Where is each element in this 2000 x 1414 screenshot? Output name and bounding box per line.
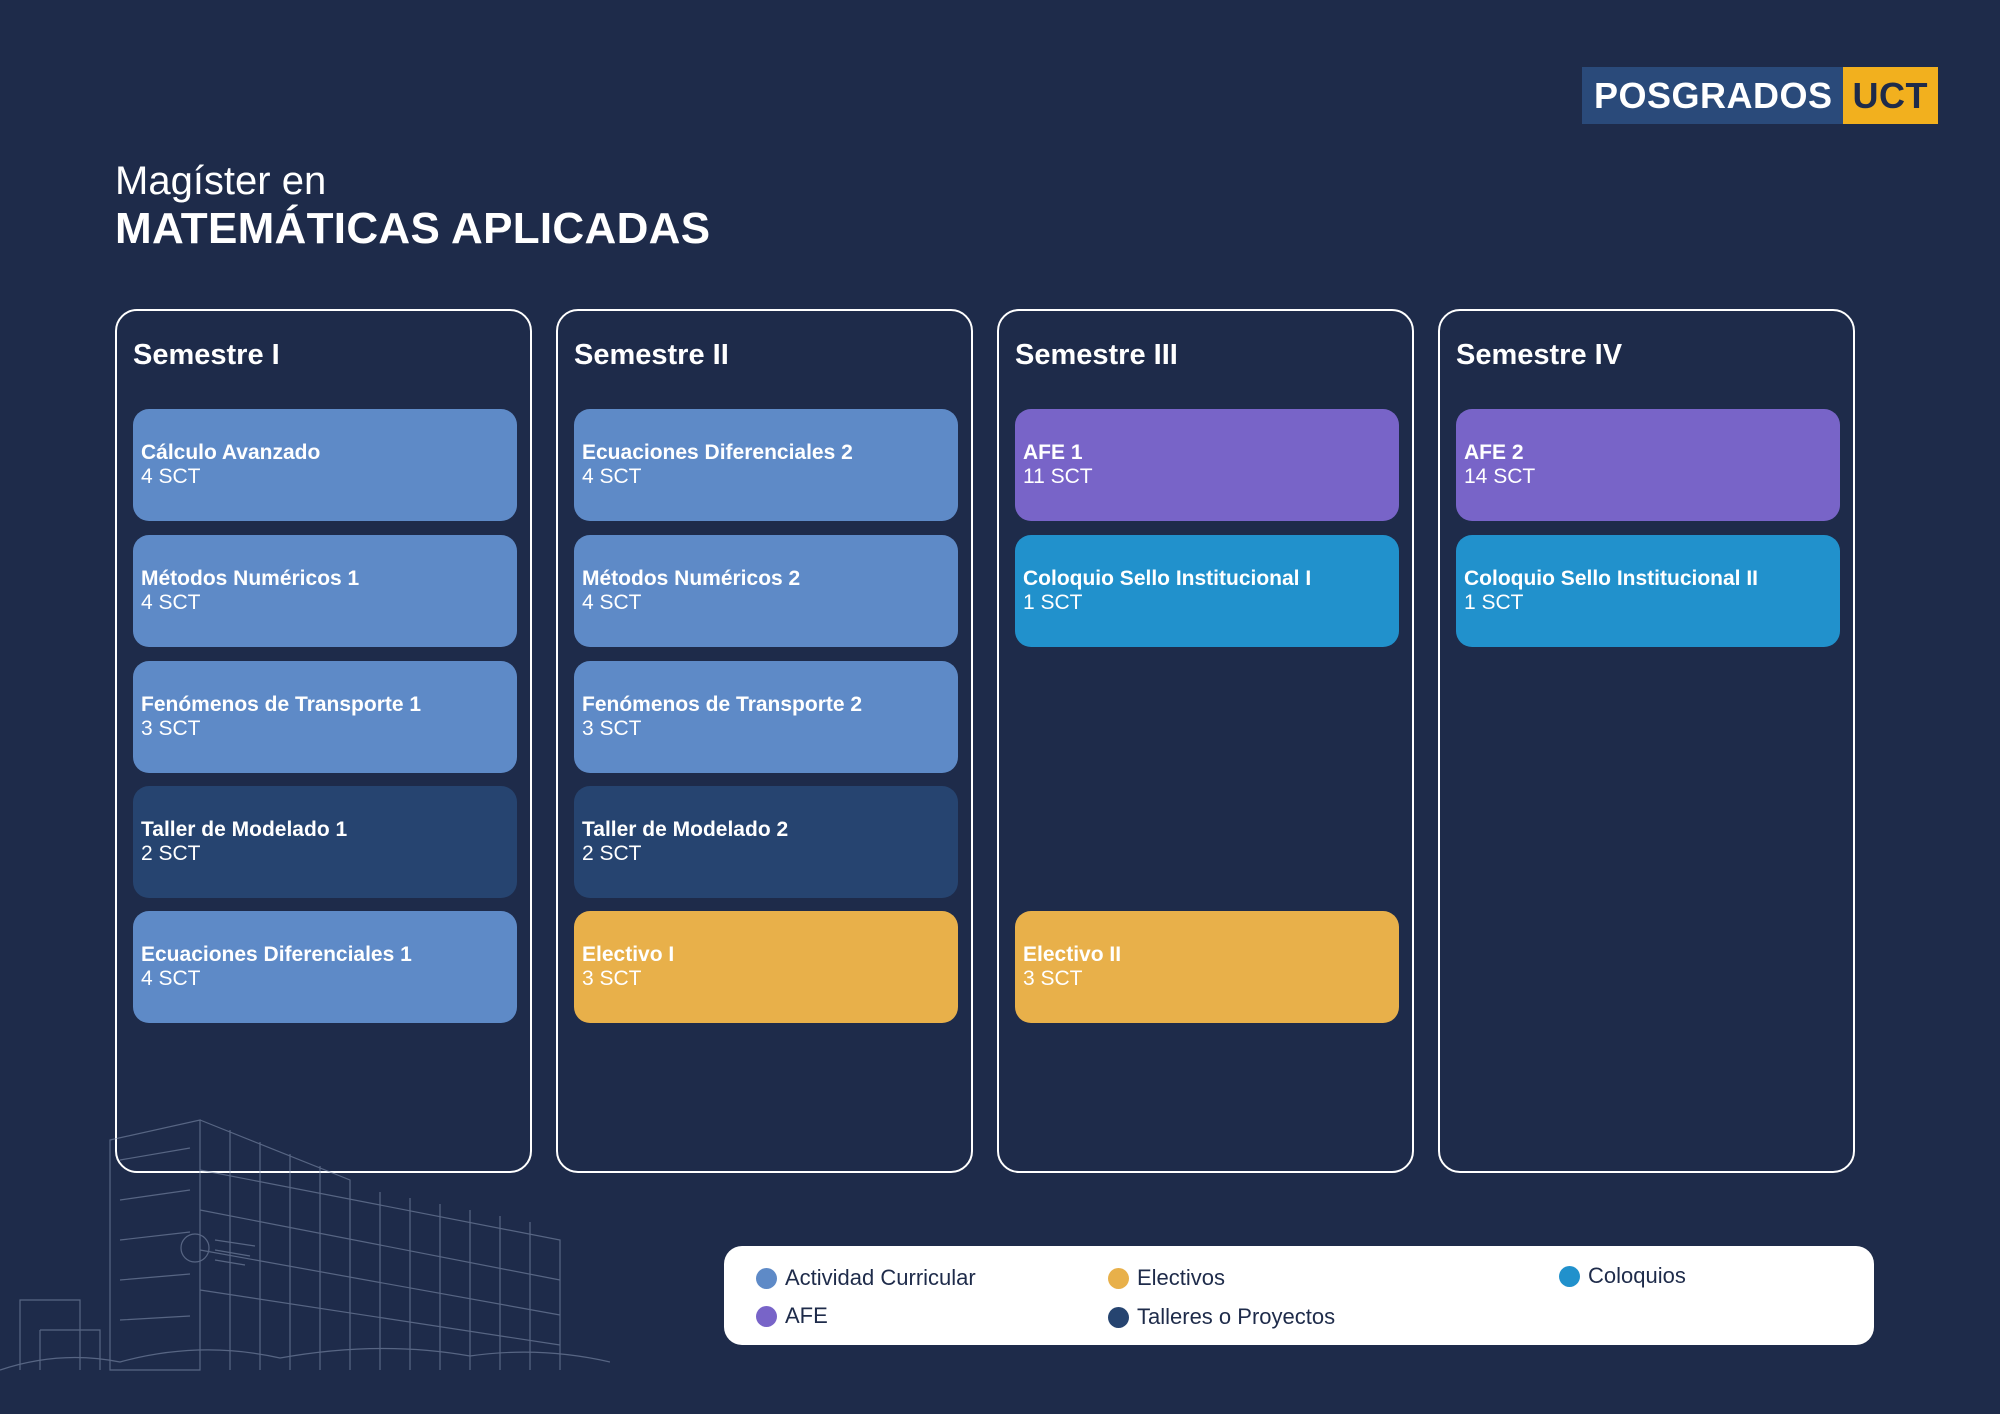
logo-text-posgrados: POSGRADOS: [1582, 67, 1843, 124]
course-card: Electivo II 3 SCT: [1015, 911, 1399, 1023]
course-credits: 2 SCT: [582, 842, 642, 865]
course-card: AFE 2 14 SCT: [1456, 409, 1840, 521]
course-credits: 1 SCT: [1464, 591, 1524, 614]
course-card: AFE 1 11 SCT: [1015, 409, 1399, 521]
course-name: Taller de Modelado 1: [141, 818, 348, 841]
semester-title: Semestre III: [1015, 339, 1178, 371]
page-title: Magíster en MATEMÁTICAS APLICADAS: [115, 158, 710, 254]
building-illustration: [0, 1119, 610, 1371]
course-credits: 3 SCT: [582, 967, 642, 990]
posgrados-uct-logo: POSGRADOS UCT: [1582, 67, 1939, 124]
legend-label: Coloquios: [1588, 1263, 1686, 1288]
course-card: Taller de Modelado 1 2 SCT: [133, 786, 517, 898]
course-credits: 4 SCT: [141, 591, 201, 614]
legend-item-coloquios: Coloquios: [1559, 1263, 1686, 1289]
course-credits: 2 SCT: [141, 842, 201, 865]
course-credits: 3 SCT: [582, 717, 642, 740]
logo-text-uct: UCT: [1842, 67, 1939, 124]
legend-item-afe: AFE: [756, 1303, 828, 1329]
course-name: Fenómenos de Transporte 1: [141, 693, 422, 716]
course-name: Coloquio Sello Institucional I: [1023, 567, 1312, 590]
semester-column-3: Semestre III AFE 1 11 SCT Coloquio Sello…: [997, 309, 1414, 1173]
course-credits: 3 SCT: [1023, 967, 1083, 990]
course-card: Métodos Numéricos 1 4 SCT: [133, 535, 517, 647]
course-credits: 4 SCT: [141, 465, 201, 488]
legend-dot-icon: [1108, 1306, 1129, 1328]
course-credits: 4 SCT: [582, 591, 642, 614]
semester-column-2: Semestre II Ecuaciones Diferenciales 2 4…: [556, 309, 973, 1173]
course-card: Métodos Numéricos 2 4 SCT: [574, 535, 958, 647]
course-card: Ecuaciones Diferenciales 1 4 SCT: [133, 911, 517, 1023]
title-line-1: Magíster en: [115, 159, 327, 203]
legend-label: Talleres o Proyectos: [1137, 1304, 1336, 1329]
course-credits: 4 SCT: [141, 967, 201, 990]
course-card: Ecuaciones Diferenciales 2 4 SCT: [574, 409, 958, 521]
semester-title: Semestre IV: [1456, 339, 1623, 371]
course-name: AFE 2: [1464, 441, 1524, 464]
course-credits: 1 SCT: [1023, 591, 1083, 614]
course-credits: 4 SCT: [582, 465, 642, 488]
course-name: Ecuaciones Diferenciales 1: [141, 943, 412, 966]
legend-item-curricular: Actividad Curricular: [756, 1265, 976, 1291]
course-card: Coloquio Sello Institucional I 1 SCT: [1015, 535, 1399, 647]
legend-dot-icon: [756, 1305, 777, 1327]
course-name: Taller de Modelado 2: [582, 818, 789, 841]
legend: Actividad Curricular AFE Electivos Talle…: [724, 1246, 1874, 1345]
legend-label: AFE: [785, 1303, 828, 1328]
course-card: Taller de Modelado 2 2 SCT: [574, 786, 958, 898]
course-name: Electivo II: [1023, 943, 1122, 966]
course-name: Ecuaciones Diferenciales 2: [582, 441, 853, 464]
course-credits: 14 SCT: [1464, 465, 1536, 488]
course-name: Métodos Numéricos 1: [141, 567, 360, 590]
legend-dot-icon: [756, 1267, 777, 1289]
legend-dot-icon: [1559, 1265, 1580, 1287]
legend-label: Electivos: [1137, 1265, 1226, 1290]
course-name: Electivo I: [582, 943, 675, 966]
legend-item-electivos: Electivos: [1108, 1265, 1225, 1291]
course-card: Fenómenos de Transporte 2 3 SCT: [574, 661, 958, 773]
legend-label: Actividad Curricular: [785, 1265, 976, 1290]
course-card: Cálculo Avanzado 4 SCT: [133, 409, 517, 521]
semester-title: Semestre II: [574, 339, 729, 371]
legend-item-talleres: Talleres o Proyectos: [1108, 1304, 1335, 1330]
course-card: Electivo I 3 SCT: [574, 911, 958, 1023]
course-name: Fenómenos de Transporte 2: [582, 693, 863, 716]
course-name: Métodos Numéricos 2: [582, 567, 801, 590]
legend-dot-icon: [1108, 1267, 1129, 1289]
course-credits: 11 SCT: [1023, 465, 1093, 488]
semester-title: Semestre I: [133, 339, 280, 371]
course-card: Coloquio Sello Institucional II 1 SCT: [1456, 535, 1840, 647]
semester-column-1: Semestre I Cálculo Avanzado 4 SCT Método…: [115, 309, 532, 1173]
semester-column-4: Semestre IV AFE 2 14 SCT Coloquio Sello …: [1438, 309, 1855, 1173]
course-credits: 3 SCT: [141, 717, 201, 740]
course-card: Fenómenos de Transporte 1 3 SCT: [133, 661, 517, 773]
course-name: AFE 1: [1023, 441, 1083, 464]
course-name: Cálculo Avanzado: [141, 441, 321, 464]
course-name: Coloquio Sello Institucional II: [1464, 567, 1758, 590]
title-line-2: MATEMÁTICAS APLICADAS: [115, 204, 711, 253]
